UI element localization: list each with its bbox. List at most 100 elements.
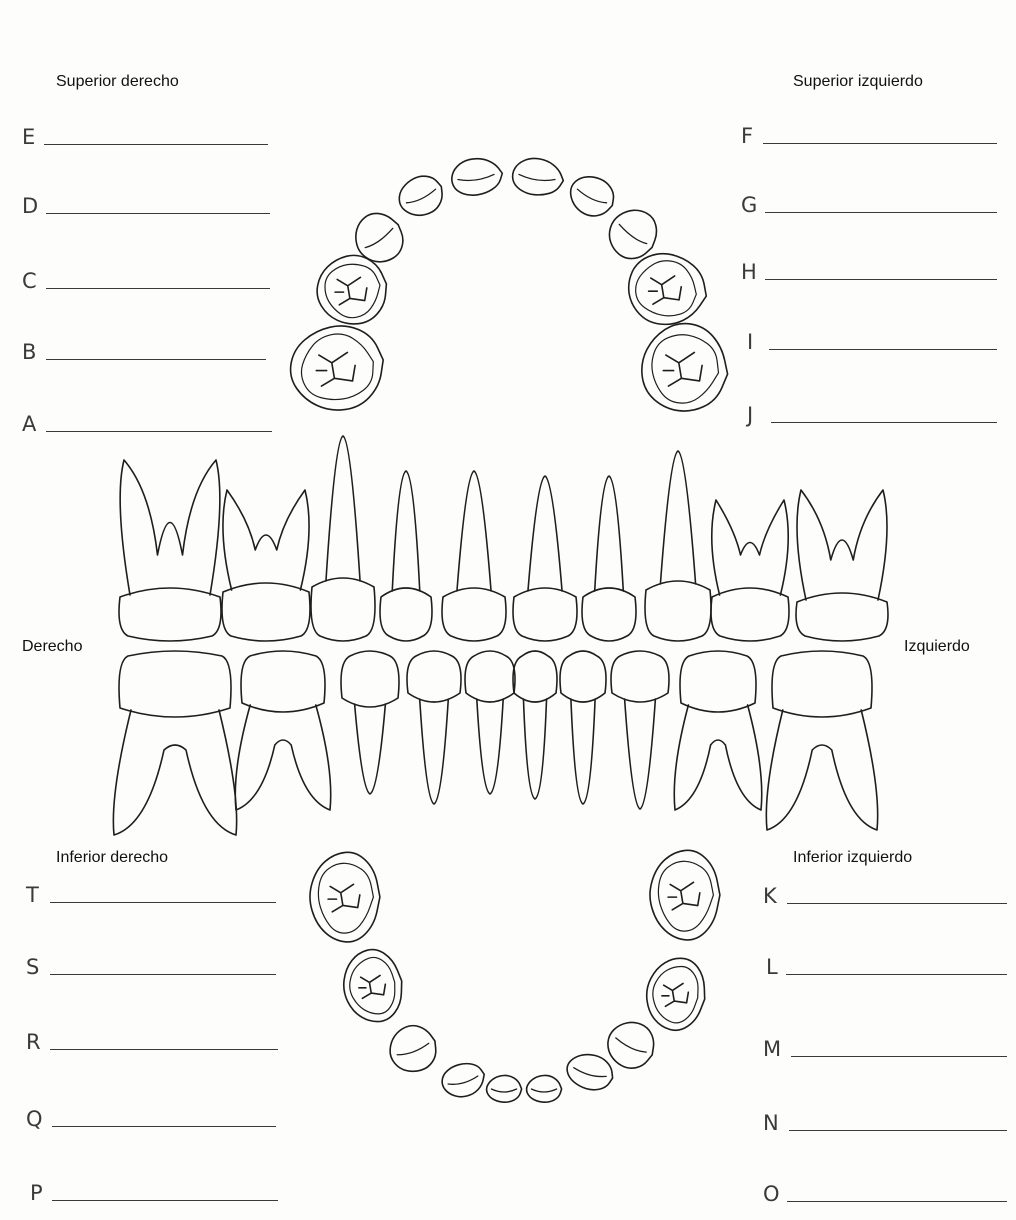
answer-line[interactable] bbox=[46, 431, 272, 432]
crown-outline bbox=[442, 588, 506, 641]
occlusal-outline bbox=[658, 861, 713, 931]
answer-line[interactable] bbox=[50, 974, 276, 975]
root-outline bbox=[477, 699, 503, 794]
crown-outline bbox=[241, 651, 325, 712]
crown-outline bbox=[119, 651, 231, 717]
answer-blank-s[interactable]: S bbox=[26, 948, 276, 978]
answer-blank-q[interactable]: Q bbox=[26, 1100, 276, 1130]
fissure-lines bbox=[316, 352, 355, 386]
answer-line[interactable] bbox=[769, 349, 997, 350]
occlusal-outline bbox=[652, 335, 719, 403]
answer-line[interactable] bbox=[789, 1130, 1007, 1131]
crown-outline bbox=[119, 588, 221, 641]
answer-blank-i[interactable]: I bbox=[747, 323, 997, 353]
answer-line[interactable] bbox=[52, 1126, 276, 1127]
answer-line[interactable] bbox=[46, 288, 270, 289]
tooth-letter: J bbox=[747, 405, 753, 426]
tooth-letter: P bbox=[30, 1183, 43, 1204]
lower-tooth bbox=[513, 651, 557, 799]
incisal-edge bbox=[519, 174, 555, 180]
answer-line[interactable] bbox=[765, 279, 997, 280]
root-outline bbox=[571, 699, 595, 804]
molar-crown bbox=[642, 324, 728, 412]
root-outline bbox=[660, 451, 695, 584]
root-outline bbox=[355, 704, 386, 794]
root-outline bbox=[113, 710, 236, 835]
incisal-edge bbox=[406, 189, 435, 203]
upper-tooth bbox=[582, 476, 636, 641]
crown-outline bbox=[380, 588, 432, 641]
fissure-lines bbox=[662, 983, 688, 1006]
tooth-letter: R bbox=[26, 1032, 41, 1053]
occlusal-outline bbox=[350, 957, 395, 1013]
upper-tooth bbox=[645, 451, 711, 641]
crown-outline bbox=[222, 583, 310, 641]
tooth-crown bbox=[452, 159, 502, 196]
tooth-letter: Q bbox=[26, 1109, 43, 1130]
answer-line[interactable] bbox=[50, 902, 276, 903]
root-outline bbox=[712, 500, 788, 595]
tooth-letter: D bbox=[22, 196, 38, 217]
lower-tooth bbox=[674, 651, 761, 810]
molar-crown bbox=[291, 326, 384, 410]
answer-line[interactable] bbox=[786, 974, 1007, 975]
answer-blank-g[interactable]: G bbox=[741, 186, 997, 216]
answer-line[interactable] bbox=[46, 213, 270, 214]
answer-line[interactable] bbox=[787, 1201, 1007, 1202]
answer-line[interactable] bbox=[44, 144, 268, 145]
tooth-letter: G bbox=[741, 195, 757, 216]
answer-blank-m[interactable]: M bbox=[763, 1030, 1007, 1060]
lower-tooth bbox=[235, 651, 330, 810]
root-outline bbox=[523, 699, 546, 799]
occlusal-outline bbox=[653, 966, 698, 1022]
answer-blank-l[interactable]: L bbox=[766, 948, 1007, 978]
root-outline bbox=[674, 705, 761, 810]
answer-line[interactable] bbox=[52, 1200, 278, 1201]
fissure-lines bbox=[359, 975, 385, 998]
tooth-letter: L bbox=[766, 957, 778, 978]
answer-blank-j[interactable]: J bbox=[747, 396, 997, 426]
molar-crown bbox=[650, 850, 720, 940]
answer-blank-c[interactable]: C bbox=[22, 262, 270, 292]
root-outline bbox=[457, 471, 491, 591]
tooth-crown bbox=[608, 1022, 654, 1068]
answer-blank-b[interactable]: B bbox=[22, 333, 266, 363]
answer-line[interactable] bbox=[765, 212, 997, 213]
answer-blank-f[interactable]: F bbox=[741, 117, 997, 147]
answer-blank-t[interactable]: T bbox=[26, 876, 276, 906]
root-outline bbox=[595, 476, 624, 591]
answer-blank-n[interactable]: N bbox=[763, 1104, 1007, 1134]
side-view-teeth bbox=[113, 436, 888, 835]
occlusal-outline bbox=[301, 334, 373, 400]
root-outline bbox=[625, 699, 656, 809]
upper-tooth bbox=[442, 471, 506, 641]
answer-line[interactable] bbox=[46, 359, 266, 360]
incisal-edge bbox=[577, 189, 606, 203]
lower-tooth bbox=[465, 651, 515, 794]
answer-blank-h[interactable]: H bbox=[741, 253, 997, 283]
answer-blank-k[interactable]: K bbox=[763, 877, 1007, 907]
incisal-edge bbox=[491, 1089, 516, 1092]
answer-line[interactable] bbox=[791, 1056, 1007, 1057]
crown-outline bbox=[560, 651, 606, 702]
answer-line[interactable] bbox=[50, 1049, 278, 1050]
crown-outline bbox=[513, 651, 557, 702]
tooth-letter: M bbox=[763, 1039, 781, 1060]
answer-blank-a[interactable]: A bbox=[22, 405, 272, 435]
answer-blank-d[interactable]: D bbox=[22, 187, 270, 217]
lower-tooth bbox=[341, 651, 399, 794]
answer-blank-p[interactable]: P bbox=[30, 1174, 278, 1204]
upper-tooth bbox=[311, 436, 375, 641]
upper-tooth bbox=[380, 471, 432, 641]
answer-blank-r[interactable]: R bbox=[26, 1023, 278, 1053]
left-side-label: Izquierdo bbox=[904, 638, 970, 656]
answer-line[interactable] bbox=[763, 143, 997, 144]
incisal-edge bbox=[365, 228, 393, 247]
answer-line[interactable] bbox=[787, 903, 1007, 904]
answer-blank-e[interactable]: E bbox=[22, 118, 268, 148]
tooth-letter: F bbox=[741, 126, 753, 147]
answer-line[interactable] bbox=[771, 422, 997, 423]
answer-blank-o[interactable]: O bbox=[763, 1175, 1007, 1205]
root-outline bbox=[420, 699, 449, 804]
crown-outline bbox=[311, 578, 375, 641]
